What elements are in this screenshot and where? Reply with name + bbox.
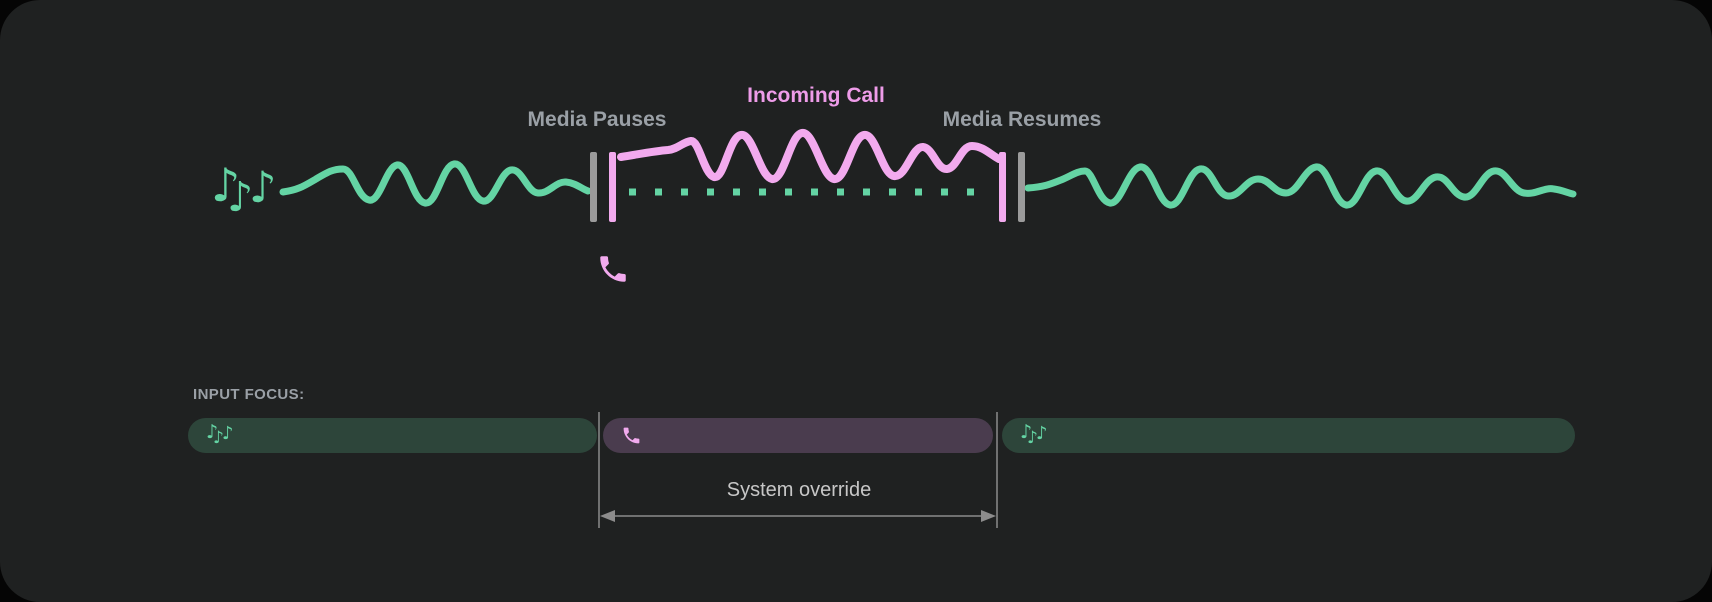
music-notes-icon: ♪ ♪ ♪: [211, 160, 283, 230]
input-focus-bar-media-after: ♪ ♪ ♪: [1002, 418, 1575, 453]
music-note-glyph: ♪: [211, 158, 241, 212]
music-notes-icon: ♪ ♪ ♪: [1020, 422, 1048, 450]
music-note-glyph: ♪: [206, 420, 219, 443]
incoming-call-label: Incoming Call: [747, 84, 885, 107]
override-end-line: [996, 412, 998, 528]
call-wave: [617, 129, 1003, 183]
resume-marker-gray: [1018, 152, 1025, 222]
phone-icon: [600, 256, 626, 282]
music-note-glyph: ♪: [1020, 420, 1033, 443]
music-note-glyph: ♪: [1036, 422, 1048, 444]
input-focus-bar-media-before: ♪ ♪ ♪: [188, 418, 597, 453]
pause-marker-pink: [609, 152, 616, 222]
music-note-glyph: ♪: [227, 173, 254, 221]
resume-marker-pink: [999, 152, 1006, 222]
music-note-glyph: ♪: [1027, 427, 1038, 448]
music-notes-icon: ♪ ♪ ♪: [206, 422, 234, 450]
system-override-label: System override: [726, 479, 872, 501]
media-wave-after: [1024, 163, 1577, 209]
media-wave-before: [279, 160, 592, 207]
media-pauses-label: Media Pauses: [527, 108, 667, 131]
phone-icon: [623, 427, 640, 444]
override-start-line: [598, 412, 600, 528]
input-focus-label: INPUT FOCUS:: [193, 386, 305, 403]
system-override-range-arrow: [600, 510, 996, 522]
music-note-glyph: ♪: [222, 422, 234, 444]
pause-marker-gray: [590, 152, 597, 222]
media-resumes-label: Media Resumes: [942, 108, 1102, 131]
input-focus-bar-call: [603, 418, 993, 453]
music-note-glyph: ♪: [213, 427, 224, 448]
music-note-glyph: ♪: [249, 163, 277, 213]
